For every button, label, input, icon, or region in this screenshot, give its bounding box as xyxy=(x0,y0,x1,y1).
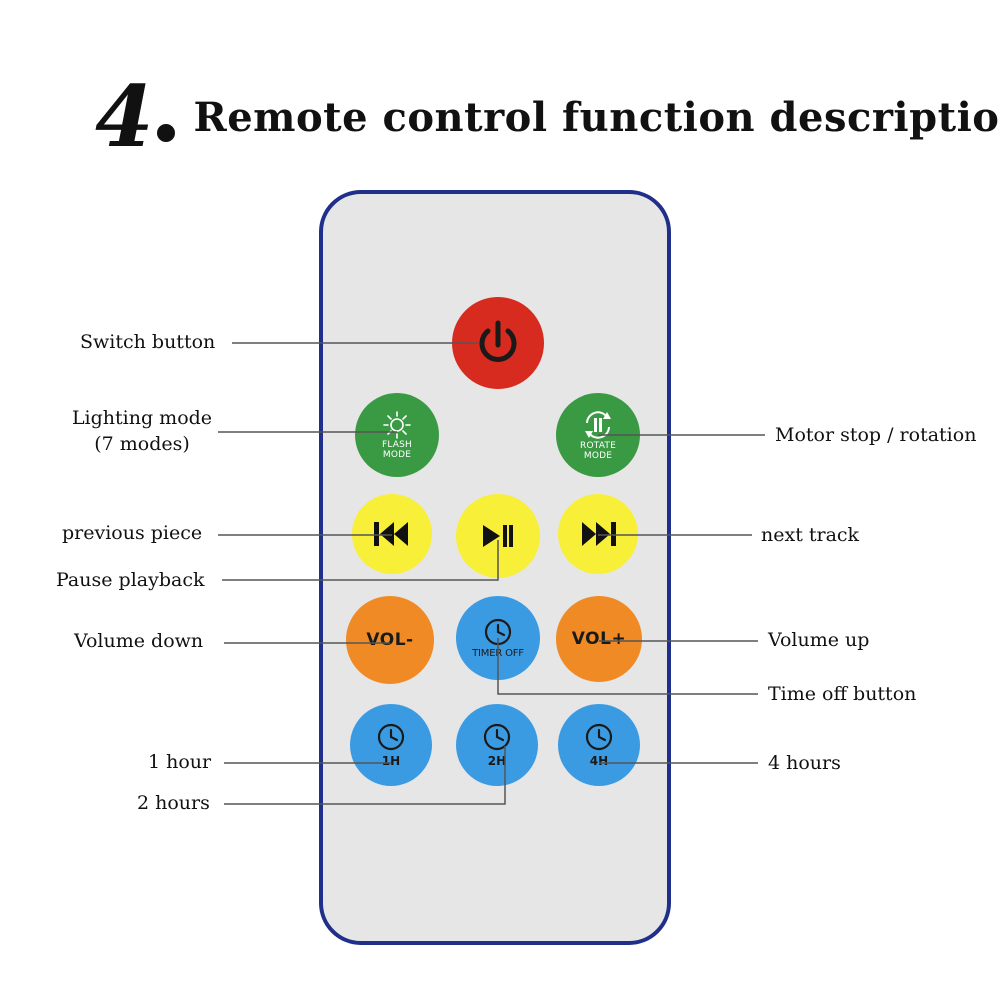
flash-label-1: FLASH xyxy=(381,440,413,450)
label-lighting-line-2: (7 modes) xyxy=(94,433,190,455)
vol-up-label: VOL+ xyxy=(571,629,627,649)
clock-icon xyxy=(483,723,511,751)
label-pause: Pause playback xyxy=(56,569,205,591)
section-dot xyxy=(157,124,176,142)
vol-down-label: VOL- xyxy=(366,630,414,650)
label-time-off: Time off button xyxy=(768,683,917,705)
next-button[interactable] xyxy=(558,494,638,574)
two-hours-button[interactable]: 2H xyxy=(456,704,538,786)
flash-mode-button[interactable]: FLASH MODE xyxy=(355,393,439,477)
label-one-hour: 1 hour xyxy=(148,751,212,773)
rotate-pause-icon xyxy=(585,411,611,439)
power-icon xyxy=(479,320,517,362)
timer-off-button[interactable]: TIMER OFF xyxy=(456,596,540,680)
four-hours-button[interactable]: 4H xyxy=(558,704,640,786)
label-lighting-line-1: Lighting mode xyxy=(71,407,213,429)
play-pause-icon xyxy=(483,525,513,547)
sun-icon xyxy=(383,411,411,439)
label-switch-button: Switch button xyxy=(80,331,216,353)
label-volume-down: Volume down xyxy=(74,630,204,652)
rotate-label-2: MODE xyxy=(583,451,613,461)
label-lighting-mode: Lighting mode (7 modes) xyxy=(66,405,218,457)
section-number: 4 xyxy=(95,67,153,166)
flash-label-2: MODE xyxy=(382,450,412,460)
label-four-hours: 4 hours xyxy=(768,752,841,774)
label-previous: previous piece xyxy=(62,522,203,544)
power-button[interactable] xyxy=(452,297,544,389)
previous-track-icon xyxy=(374,522,408,546)
page-title: 4 Remote control function description xyxy=(95,62,1000,172)
title-text: Remote control function description xyxy=(193,93,1000,141)
four-hours-label: 4H xyxy=(589,754,609,768)
volume-down-button[interactable]: VOL- xyxy=(346,596,434,684)
label-next: next track xyxy=(761,524,860,546)
rotate-label-1: ROTATE xyxy=(580,441,616,451)
clock-icon xyxy=(585,723,613,751)
clock-icon xyxy=(484,618,512,646)
rotate-mode-button[interactable]: ROTATE MODE xyxy=(556,393,640,477)
label-volume-up: Volume up xyxy=(768,629,870,651)
one-hour-button[interactable]: 1H xyxy=(350,704,432,786)
play-pause-button[interactable] xyxy=(456,494,540,578)
volume-up-button[interactable]: VOL+ xyxy=(556,596,642,682)
next-track-icon xyxy=(582,522,616,546)
label-two-hours: 2 hours xyxy=(137,792,210,814)
two-hours-label: 2H xyxy=(487,754,507,768)
label-motor: Motor stop / rotation xyxy=(775,424,977,446)
one-hour-label: 1H xyxy=(381,754,401,768)
previous-button[interactable] xyxy=(352,494,432,574)
clock-icon xyxy=(377,723,405,751)
timer-off-label: TIMER OFF xyxy=(472,648,524,659)
